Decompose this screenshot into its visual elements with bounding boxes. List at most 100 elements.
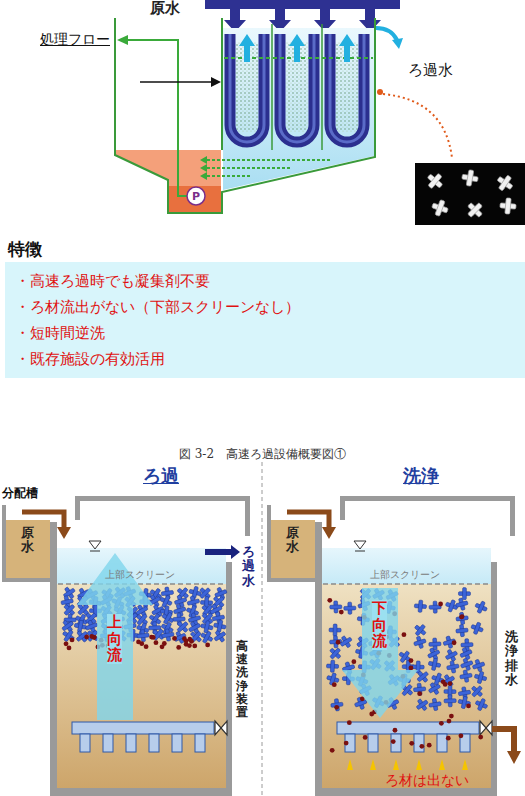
- filter-media: [461, 643, 473, 647]
- pointer-arrow: [140, 81, 212, 83]
- tank-partition: [321, 24, 323, 150]
- filter-media: [413, 687, 425, 692]
- media-photo: [498, 175, 511, 191]
- filter-tank: [267, 496, 515, 796]
- suspended-solids: [64, 634, 210, 650]
- filter-media: [428, 684, 440, 693]
- suspended-solids: [64, 641, 69, 646]
- filter-media: [442, 635, 457, 650]
- media-photo: [428, 173, 442, 188]
- filter-media: [414, 625, 426, 635]
- note-text: ろ材は出ない: [385, 773, 469, 787]
- media-photo: [494, 172, 516, 194]
- filter-media: [204, 621, 210, 634]
- suspended-solids: [187, 643, 192, 648]
- outflow-label: ろ過水: [408, 62, 453, 79]
- filter-media: [61, 599, 74, 605]
- process-flow-line: [117, 35, 128, 45]
- up-arrow: [339, 34, 355, 62]
- tank-label: 分配槽: [2, 487, 38, 501]
- filter-media: [215, 589, 228, 597]
- suspended-solids: [448, 681, 453, 686]
- filter-media: [428, 650, 440, 659]
- filter-media: [460, 649, 473, 657]
- tank-outline: [115, 18, 375, 213]
- filter-media: [161, 590, 173, 595]
- suspended-solids: [189, 639, 194, 644]
- filter-media: [443, 639, 456, 646]
- filter-media: [477, 601, 485, 613]
- filter-media: [428, 698, 442, 712]
- filter-media: [214, 631, 226, 641]
- suspended-solids: [419, 744, 424, 749]
- filter-media: [396, 648, 413, 665]
- pump-label: P: [192, 191, 200, 202]
- return-flow: [200, 156, 330, 180]
- raw-water-bar: [205, 0, 400, 9]
- filter-media: [472, 686, 483, 697]
- suspended-solids: [409, 741, 414, 746]
- outflow-arrow: [376, 28, 397, 40]
- suspended-solids: [478, 735, 483, 740]
- media-photo: [435, 200, 445, 217]
- drain-label: 洗浄排水: [505, 630, 518, 687]
- suspended-solids: [391, 739, 396, 744]
- suspended-solids: [172, 636, 177, 641]
- suspended-solids: [205, 643, 210, 648]
- basin-water: [223, 28, 374, 190]
- feature-item: ・既存施設の有効活用: [15, 346, 515, 372]
- pointer-arrow: [211, 77, 221, 87]
- filter-media: [327, 645, 344, 662]
- feature-box: ・高速ろ過時でも凝集剤不要・ろ材流出がない（下部スクリーンなし）・短時間逆洗・既…: [5, 262, 525, 378]
- suspended-solids: [409, 658, 414, 663]
- suspended-solids: [446, 736, 451, 741]
- suspended-solids: [460, 614, 465, 619]
- suspended-solids: [144, 644, 149, 649]
- filter-media: [202, 631, 211, 643]
- filter-media: [429, 702, 441, 708]
- screen-label: 上部スクリーン: [370, 569, 440, 581]
- suspended-solids: [363, 735, 368, 740]
- outflow-arrow: [392, 38, 403, 49]
- filter-media: [458, 588, 470, 600]
- suspended-solids: [441, 679, 446, 684]
- return-flow: [205, 167, 290, 169]
- suspended-solids: [330, 748, 335, 753]
- return-flow: [200, 164, 207, 172]
- filter-media: [460, 661, 473, 669]
- filter-media: [325, 672, 340, 687]
- suspended-solids: [162, 641, 167, 646]
- filter-media: [62, 621, 74, 631]
- filter-media: [477, 698, 485, 711]
- filter-media: [188, 623, 200, 632]
- filter-media: [212, 615, 224, 621]
- flow-direction: 下向流: [372, 600, 387, 650]
- media-photo: [468, 203, 483, 218]
- washing-panel: [267, 496, 521, 796]
- filter-media: [427, 657, 441, 671]
- filter-media: [434, 673, 442, 686]
- filter-media: [459, 657, 474, 672]
- return-flow: [200, 172, 207, 180]
- filter-media: [473, 670, 488, 685]
- up-arrow: [289, 34, 305, 62]
- media-photo: [505, 198, 511, 214]
- filter-media: [330, 640, 342, 644]
- filter-media: [177, 621, 188, 632]
- return-flow: [200, 156, 207, 164]
- suspended-solids: [154, 640, 159, 645]
- filter-media: [329, 624, 341, 636]
- water-label: 原水: [21, 526, 34, 555]
- media-photo: [430, 198, 451, 219]
- sump-water: [168, 186, 221, 212]
- suspended-solids: [70, 638, 75, 643]
- media-photo: [415, 163, 525, 225]
- filter-media: [162, 632, 174, 638]
- leader-line: [377, 89, 383, 95]
- process-flow-line: [127, 40, 187, 196]
- filter-media: [477, 671, 484, 684]
- suspended-solids: [347, 720, 352, 725]
- suspended-solids: [466, 704, 471, 709]
- suspended-solids: [67, 645, 72, 650]
- filter-media: [60, 628, 77, 645]
